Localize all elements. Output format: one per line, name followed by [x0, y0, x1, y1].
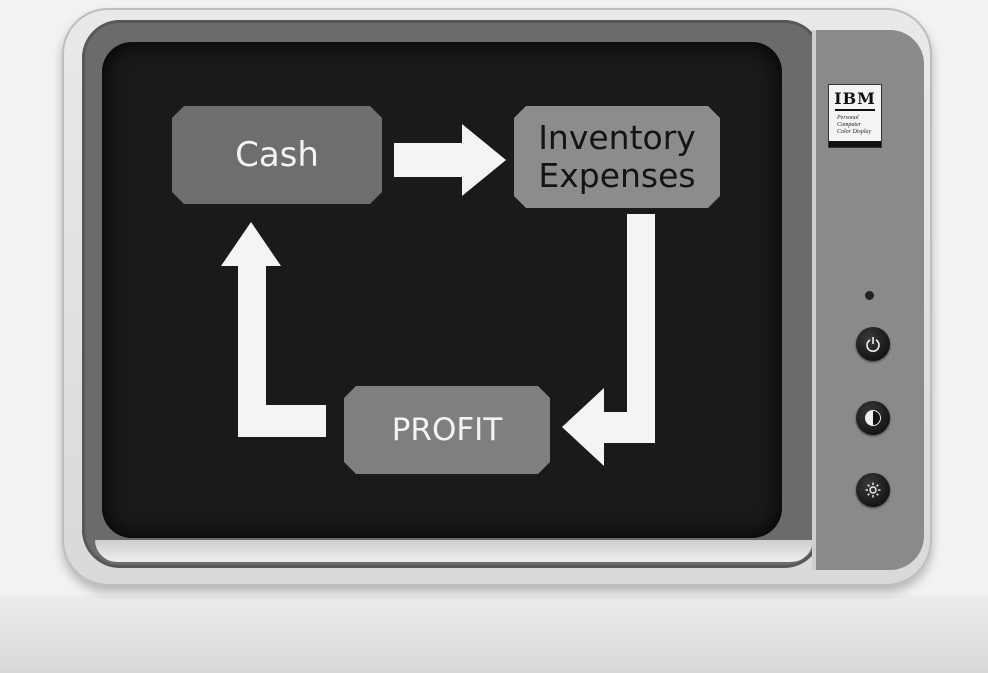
expenses-label: Expenses	[538, 157, 695, 195]
profit-label: PROFIT	[392, 412, 503, 448]
inventory-expenses-box: Inventory Expenses	[514, 106, 720, 208]
arrow-cash-to-inventory	[394, 124, 506, 196]
arrow-inventory-to-profit	[562, 214, 655, 466]
profit-box: PROFIT	[344, 386, 550, 474]
cash-label: Cash	[235, 137, 319, 173]
cash-box: Cash	[172, 106, 382, 204]
inventory-label: Inventory	[538, 119, 696, 157]
arrow-profit-to-cash	[221, 222, 326, 437]
